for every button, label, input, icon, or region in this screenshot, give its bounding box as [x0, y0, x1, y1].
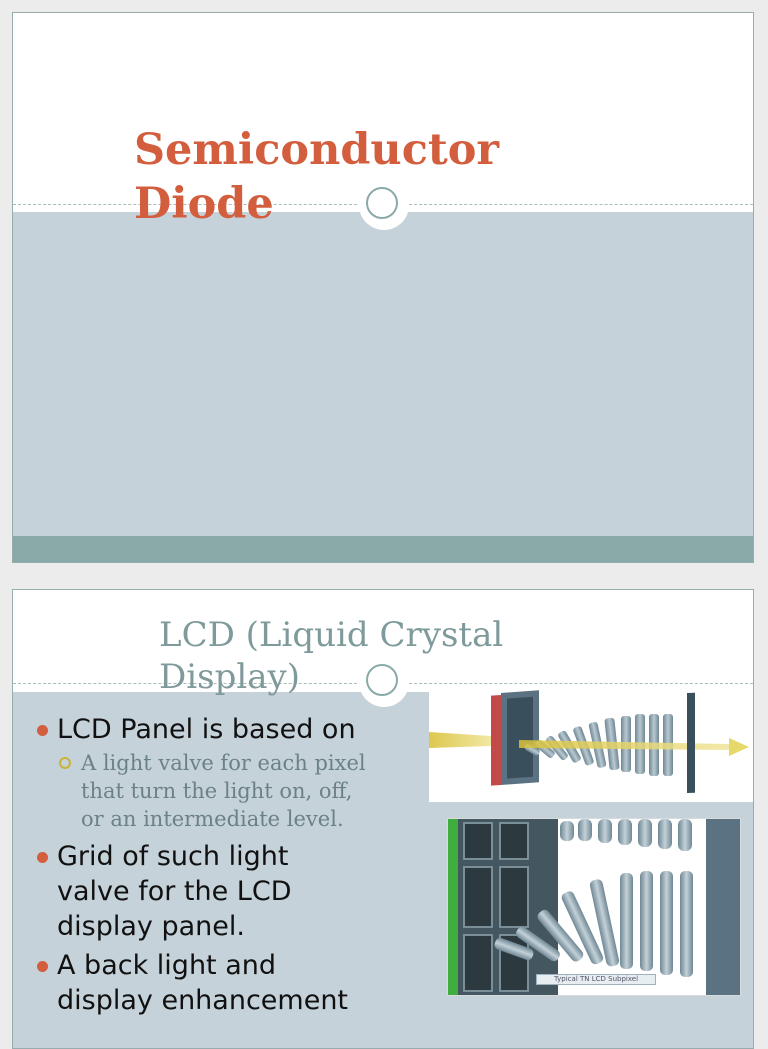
bullet-text: LCD Panel is based on: [57, 714, 356, 745]
lcd-light-valve-image: [429, 690, 753, 802]
sub-bullet-item: A light valve for each pixel that turn t…: [57, 749, 433, 833]
sub-bullet-line-2: that turn the light on, off,: [81, 779, 353, 803]
light-valve-illustration: [429, 690, 749, 793]
slide-title: Semiconductor Diode: [134, 123, 499, 231]
ring-icon: [366, 187, 398, 219]
slide-title: LCD (Liquid Crystal Display): [159, 614, 503, 698]
slide-2: LCD (Liquid Crystal Display) LCD Panel i…: [12, 589, 754, 1049]
bullet-line-2: valve for the LCD: [57, 876, 292, 907]
bullet-line-1: A back light and: [57, 950, 277, 981]
sub-bullet-line-1: A light valve for each pixel: [81, 751, 366, 775]
bullet-line-3: display panel.: [57, 911, 245, 942]
bullet-line-2: display enhancement: [57, 985, 349, 1016]
divider-ring: [359, 657, 409, 707]
title-line-2: Diode: [134, 179, 274, 229]
title-line-2: Display): [159, 657, 300, 697]
title-line-1: LCD (Liquid Crystal: [159, 615, 504, 655]
bullet-list: LCD Panel is based on A light valve for …: [33, 712, 433, 1022]
ring-icon: [366, 664, 398, 696]
title-line-1: Semiconductor: [134, 125, 500, 175]
bullet-item: A back light and display enhancement: [33, 948, 433, 1018]
lcd-subpixel-image: Typical TN LCD Subpixel: [447, 818, 741, 996]
image-caption: Typical TN LCD Subpixel: [536, 974, 656, 985]
bullet-item: Grid of such light valve for the LCD dis…: [33, 839, 433, 944]
subpixel-illustration: [448, 819, 740, 995]
sub-bullet-line-3: or an intermediate level.: [81, 807, 344, 831]
bullet-item: LCD Panel is based on A light valve for …: [33, 712, 433, 833]
slide-1: Semiconductor Diode: [12, 12, 754, 563]
footer-bar: [13, 536, 753, 562]
divider-ring: [359, 180, 409, 230]
sub-bullet-list: A light valve for each pixel that turn t…: [57, 749, 433, 833]
title-band: [13, 212, 753, 538]
bullet-line-1: Grid of such light: [57, 841, 289, 872]
